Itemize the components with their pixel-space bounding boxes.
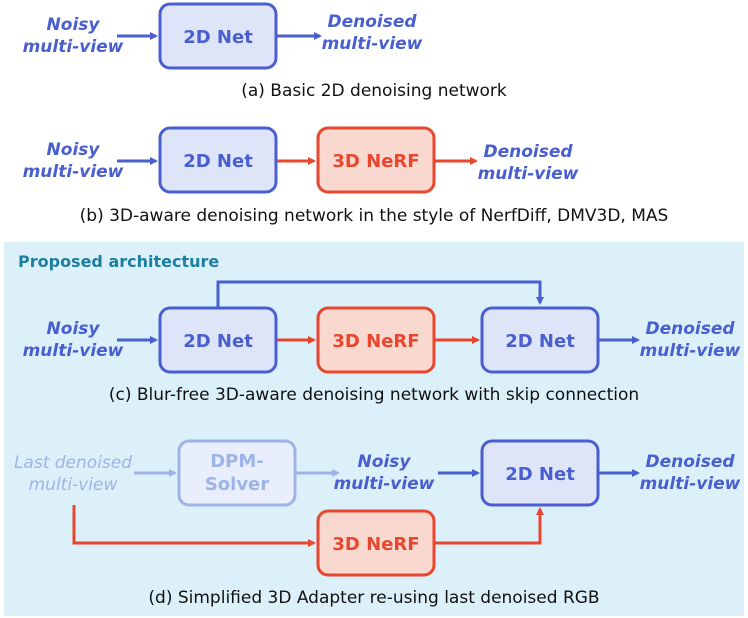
output-label-line2: multi-view — [478, 164, 579, 184]
arrow-input-to-nerf — [72, 505, 316, 547]
box-3d-nerf-label: 3D NeRF — [332, 331, 419, 352]
input-label-line2: multi-view — [29, 475, 118, 495]
input-label-line2: multi-view — [23, 37, 124, 57]
proposed-title: Proposed architecture — [18, 252, 219, 271]
output-label-line2: multi-view — [640, 474, 741, 494]
output-label-line1: Denoised — [645, 319, 735, 339]
box-2d-net-first — [158, 306, 278, 374]
skip-connection-arrow — [216, 280, 544, 308]
box-3d-nerf-label: 3D NeRF — [332, 151, 419, 172]
panel-c: Noisy multi-view 2D Net 3D NeRF 2D Net D… — [23, 280, 741, 405]
box-3d-nerf — [316, 126, 436, 194]
box-2d-net-label: 2D Net — [505, 464, 575, 485]
input-label-line1: Last denoised — [14, 453, 132, 473]
input-label-line2: multi-view — [23, 341, 124, 361]
panel-a: Noisy multi-view 2D Net Denoised multi-v… — [23, 2, 507, 101]
input-label-line2: multi-view — [23, 162, 124, 182]
output-label-line1: Denoised — [327, 12, 417, 32]
box-dpm-solver-line2: Solver — [205, 474, 269, 495]
input-label-line1: Noisy — [47, 15, 101, 35]
input-label-line1: Noisy — [47, 140, 101, 160]
mid-label-line2: multi-view — [334, 474, 435, 494]
box-dpm-solver — [177, 439, 297, 507]
mid-label-line1: Noisy — [358, 452, 412, 472]
output-label-line2: multi-view — [640, 341, 741, 361]
box-2d-net-label: 2D Net — [183, 27, 253, 48]
box-2d-net-first-label: 2D Net — [183, 331, 253, 352]
output-label-line2: multi-view — [322, 34, 423, 54]
box-3d-nerf — [316, 306, 436, 374]
output-label-line1: Denoised — [645, 452, 735, 472]
box-2d-net-second — [480, 306, 600, 374]
caption-c: (c) Blur-free 3D-aware denoising network… — [109, 385, 639, 405]
caption-b: (b) 3D-aware denoising network in the st… — [80, 206, 669, 226]
box-2d-net-second-label: 2D Net — [505, 331, 575, 352]
panel-b: Noisy multi-view 2D Net 3D NeRF Denoised… — [23, 126, 669, 226]
box-2d-net — [158, 2, 278, 70]
box-3d-nerf — [316, 509, 436, 577]
output-label-line1: Denoised — [483, 142, 573, 162]
box-2d-net-label: 2D Net — [183, 151, 253, 172]
panel-d: Last denoised multi-view DPM- Solver Noi… — [14, 439, 741, 608]
box-2d-net — [158, 126, 278, 194]
caption-d: (d) Simplified 3D Adapter re-using last … — [148, 588, 599, 608]
input-label-line1: Noisy — [47, 319, 101, 339]
caption-a: (a) Basic 2D denoising network — [241, 81, 507, 101]
arrow-nerf-to-2dnet — [435, 507, 544, 545]
box-dpm-solver-line1: DPM- — [210, 451, 264, 472]
box-2d-net — [480, 439, 600, 507]
box-3d-nerf-label: 3D NeRF — [332, 534, 419, 555]
